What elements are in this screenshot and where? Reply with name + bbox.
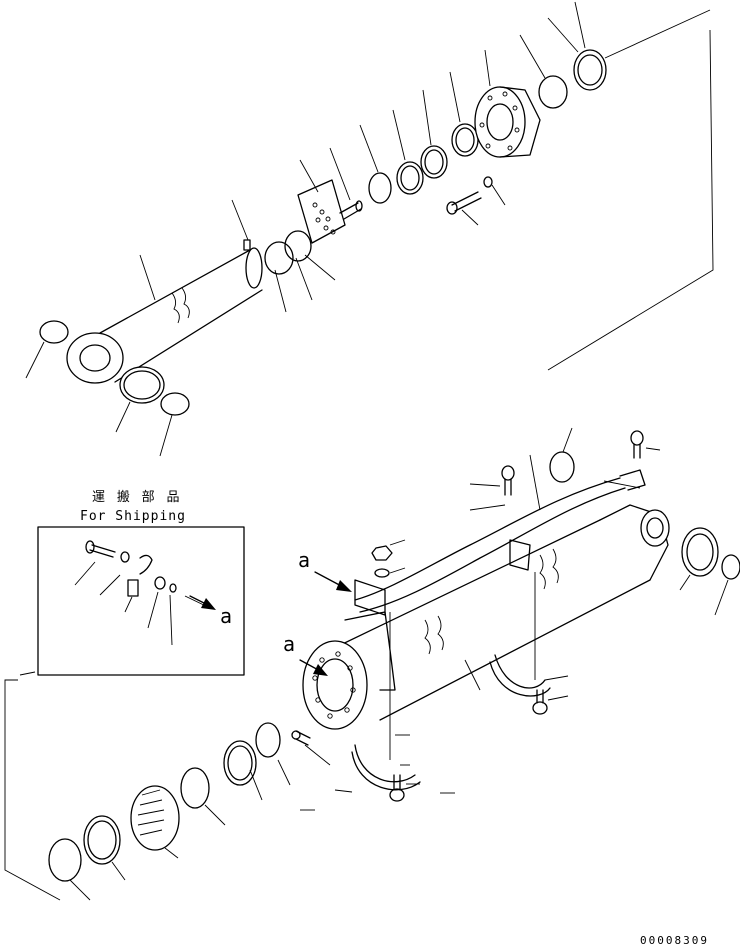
gland-packing xyxy=(130,785,180,851)
seal-ring xyxy=(39,320,69,344)
shim-plate xyxy=(297,179,346,244)
shipping-title-en: For Shipping xyxy=(80,509,186,524)
piston-head xyxy=(474,86,526,158)
drawing-code: 00008309 xyxy=(640,934,709,947)
shipping-title-jp: 運 搬 部 品 xyxy=(92,490,182,505)
view-mark-a-upper: a xyxy=(298,548,311,572)
bushing xyxy=(119,366,165,404)
cylinder-tube-end xyxy=(302,640,368,730)
rod-assembly xyxy=(25,1,714,457)
leader-lines-lower xyxy=(69,427,729,901)
snap-ring xyxy=(160,392,190,416)
rod-eye xyxy=(66,332,124,384)
shipping-box xyxy=(37,526,245,676)
view-mark-a-lower: a xyxy=(283,632,296,656)
view-mark-a-shipping: a xyxy=(220,604,233,628)
cylinder-assembly xyxy=(4,427,740,901)
leader-lines xyxy=(25,1,586,457)
